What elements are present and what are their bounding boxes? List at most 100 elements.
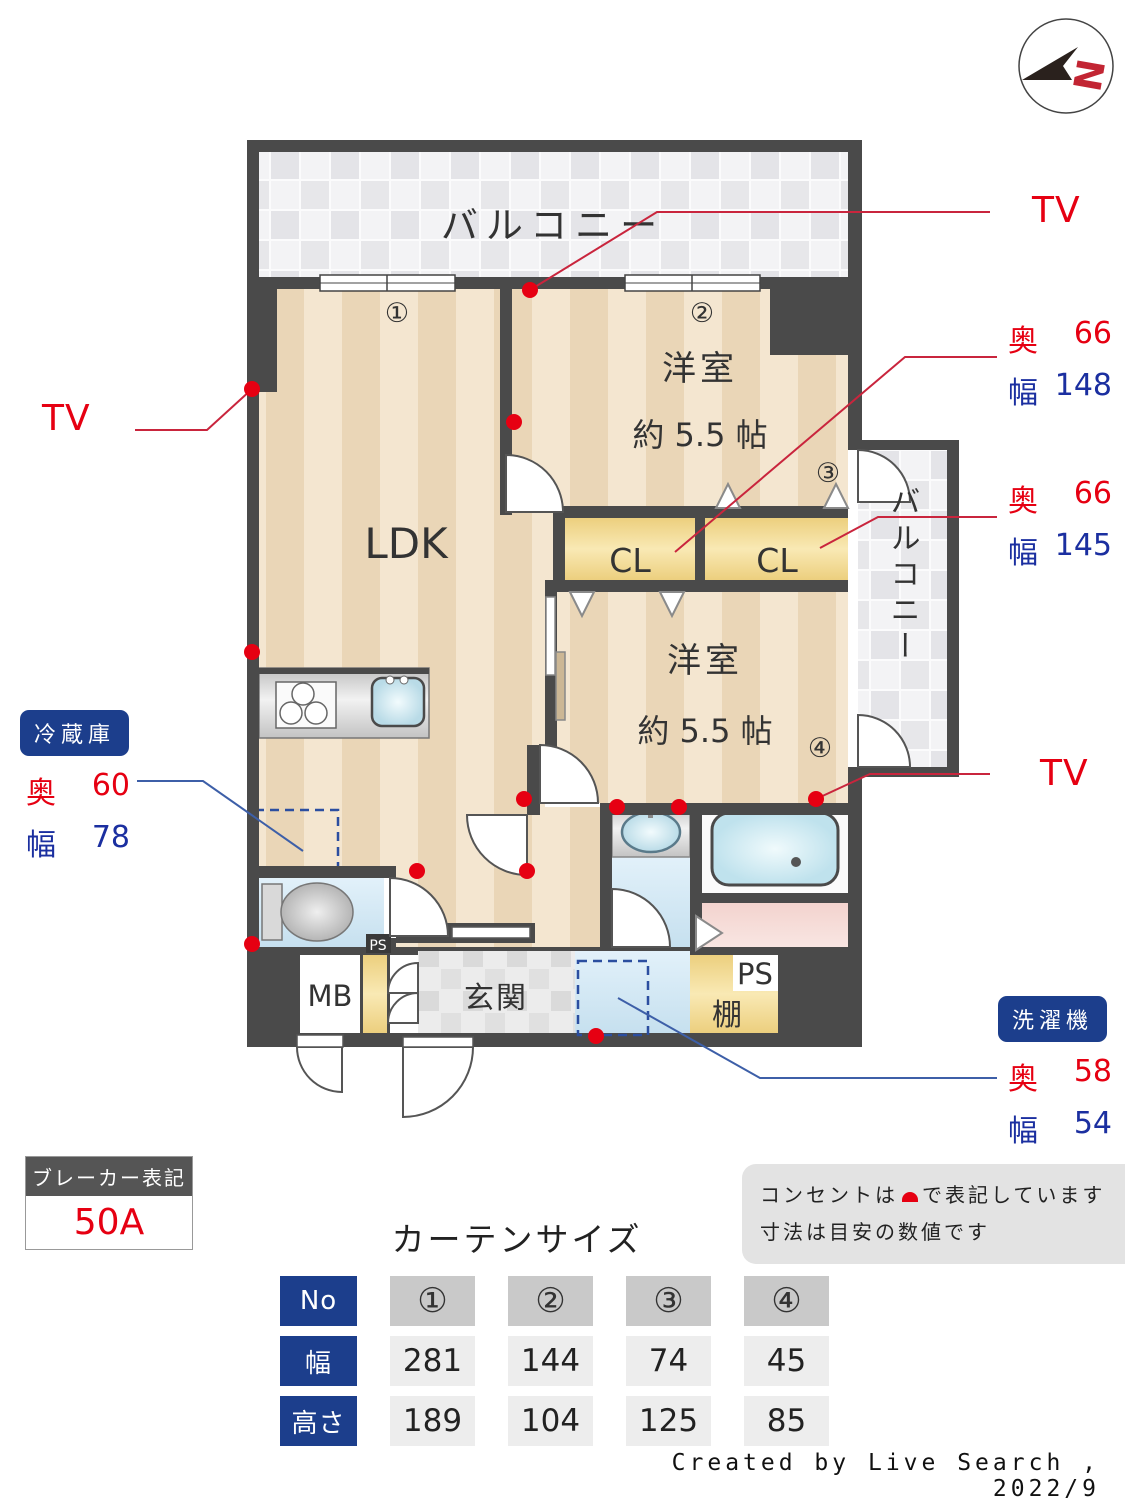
note-line1-post: で表記しています bbox=[922, 1183, 1106, 1207]
door-arc bbox=[402, 1046, 475, 1119]
leader-tv-bottom bbox=[815, 773, 990, 800]
balcony-wall bbox=[848, 440, 957, 450]
door-arc bbox=[505, 453, 565, 513]
door-arc bbox=[539, 743, 600, 804]
leader-washer bbox=[617, 997, 997, 1079]
fridge-depth-row: 奥 60 bbox=[26, 768, 130, 812]
folding-door-icon bbox=[695, 914, 724, 952]
hanger-marker-icon bbox=[658, 591, 686, 619]
leader-lines bbox=[135, 211, 997, 1079]
sliding-door-panel bbox=[545, 596, 556, 676]
stove-burner bbox=[291, 682, 315, 706]
wall bbox=[527, 803, 540, 815]
leader-fridge bbox=[137, 780, 304, 852]
tv-label-bottom: TV bbox=[1040, 753, 1089, 794]
curtain-size-table: No ① ② ③ ④ 幅 281 144 74 45 高さ 189 104 12… bbox=[280, 1276, 829, 1446]
breaker-value: 50A bbox=[73, 1202, 145, 1243]
legend-note: コンセントはで表記しています 寸法は目安の数値です bbox=[742, 1164, 1125, 1264]
col-marker-1: ① bbox=[390, 1276, 475, 1326]
compass-needle-icon bbox=[1022, 47, 1078, 80]
door-arcs bbox=[295, 448, 912, 1119]
door-arc bbox=[857, 713, 912, 768]
sliding-window bbox=[624, 274, 761, 292]
wall bbox=[247, 140, 860, 152]
laundry-floor bbox=[575, 951, 690, 1033]
shoe-cabinet bbox=[363, 955, 387, 1033]
closet1-depth-row: 奥 66 bbox=[1008, 316, 1112, 360]
credit-line: Created by Live Search , 2022/9 bbox=[671, 1450, 1100, 1502]
faucet-icon bbox=[385, 675, 395, 685]
meter-box-room bbox=[300, 955, 360, 1033]
closet2-dimensions: 奥 66 幅 145 bbox=[1008, 476, 1112, 572]
leader-tv-top bbox=[529, 211, 990, 291]
bedroom1-label: 洋室 bbox=[662, 349, 738, 389]
room-labels: バルコニー バルコニー 洋室 約 5.5 帖 LDK CL CL 洋室 約 5.… bbox=[308, 204, 920, 1033]
meter-box-label: MB bbox=[308, 979, 353, 1013]
wall bbox=[384, 866, 396, 878]
depth-label: 奥 bbox=[26, 776, 56, 811]
leader-closet1 bbox=[674, 356, 997, 553]
wall bbox=[553, 506, 565, 592]
height-cell-4: 85 bbox=[744, 1396, 829, 1446]
pipe-space-small-label: PS bbox=[369, 938, 386, 954]
wall bbox=[247, 866, 396, 878]
width-cell-1: 281 bbox=[390, 1336, 475, 1386]
washer-annotation: 洗濯機 奥 58 幅 54 bbox=[998, 996, 1112, 1150]
compass-circle bbox=[1018, 18, 1114, 114]
balcony-top-floor bbox=[259, 152, 848, 277]
outlet-icon bbox=[244, 936, 260, 952]
outlet-icon bbox=[808, 791, 824, 807]
door-arc bbox=[857, 448, 912, 503]
tv-label-top: TV bbox=[1032, 190, 1081, 231]
cabinet-door-arc bbox=[386, 991, 419, 1024]
hanger-pipe-markers bbox=[568, 481, 850, 952]
breaker-box: ブレーカー表記 50A bbox=[25, 1156, 193, 1250]
entrance-floor bbox=[418, 951, 575, 1033]
outlet-legend-icon bbox=[902, 1192, 918, 1202]
kitchen-counter-edge bbox=[259, 668, 429, 674]
balcony-wall bbox=[848, 767, 957, 777]
outlet-icon bbox=[506, 414, 522, 430]
bedroom2-size: 約 5.5 帖 bbox=[637, 712, 772, 750]
hanger-marker-icon bbox=[822, 481, 850, 509]
width-label: 幅 bbox=[1008, 376, 1038, 411]
row-header-height: 高さ bbox=[280, 1396, 357, 1446]
breaker-title: ブレーカー表記 bbox=[26, 1157, 192, 1196]
sliding-window bbox=[319, 274, 456, 292]
entrance-label: 玄関 bbox=[464, 981, 528, 1016]
row-header-width: 幅 bbox=[280, 1336, 357, 1386]
col-marker-4: ④ bbox=[744, 1276, 829, 1326]
note-line1: コンセントはで表記しています bbox=[760, 1177, 1125, 1214]
depth-value: 66 bbox=[1073, 316, 1112, 351]
col-marker-2: ② bbox=[508, 1276, 593, 1326]
tv-label-left: TV bbox=[42, 398, 91, 439]
sliding-door-leaf bbox=[451, 926, 531, 939]
note-line2: 寸法は目安の数値です bbox=[760, 1220, 990, 1244]
wall bbox=[600, 803, 612, 955]
stove-burner bbox=[304, 701, 328, 725]
col-marker-3: ③ bbox=[626, 1276, 711, 1326]
outlet-icon bbox=[244, 381, 260, 397]
width-cell-2: 144 bbox=[508, 1336, 593, 1386]
outlet-icon bbox=[588, 1028, 604, 1044]
outlet-icon bbox=[671, 799, 687, 815]
door-arc bbox=[611, 887, 672, 948]
outlet-icon bbox=[519, 863, 535, 879]
depth-label: 奥 bbox=[1008, 324, 1038, 359]
height-cell-1: 189 bbox=[390, 1396, 475, 1446]
closet1-width-row: 幅 148 bbox=[1008, 368, 1112, 412]
openings bbox=[295, 274, 912, 1119]
wall bbox=[545, 580, 848, 592]
balcony-side-label: バルコニー bbox=[885, 486, 920, 666]
pipe-space-label: PS bbox=[737, 957, 773, 991]
fridge-annotation: 冷蔵庫 奥 60 幅 78 bbox=[20, 710, 130, 864]
wall bbox=[848, 140, 862, 450]
width-cell-3: 74 bbox=[626, 1336, 711, 1386]
closet2-width-row: 幅 145 bbox=[1008, 528, 1112, 572]
fridge-badge: 冷蔵庫 bbox=[20, 710, 130, 756]
entrance-door-leaf bbox=[402, 1036, 474, 1048]
outlet-icon bbox=[244, 644, 260, 660]
balcony-wall bbox=[947, 440, 959, 777]
washer-width-row: 幅 54 bbox=[1008, 1106, 1112, 1150]
